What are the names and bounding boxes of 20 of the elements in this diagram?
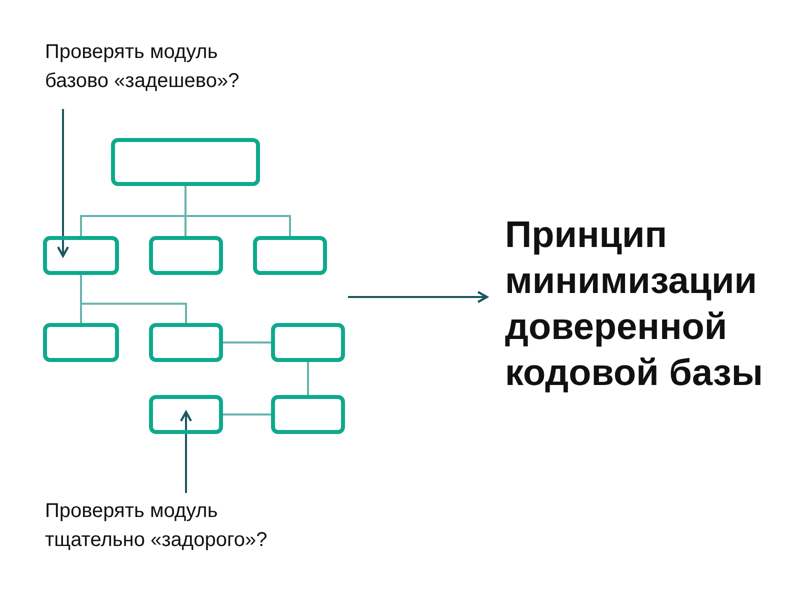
module-box	[111, 138, 260, 186]
module-box	[149, 236, 223, 275]
module-box	[149, 395, 223, 434]
module-box	[253, 236, 327, 275]
module-box	[271, 395, 345, 434]
connector-line	[223, 414, 271, 416]
question-text: Проверять модуль тщательно «задорого»?	[45, 499, 268, 553]
heading-text: Принцип минимизации доверенной кодовой базы	[505, 213, 764, 395]
module-box	[149, 323, 223, 362]
arrow	[180, 410, 192, 493]
connector-line	[80, 275, 187, 323]
module-box	[43, 236, 119, 275]
module-box	[43, 323, 119, 362]
question-text: Проверять модуль базово «задешево»?	[45, 40, 240, 94]
connector-line	[184, 186, 291, 236]
module-box	[271, 323, 345, 362]
arrow	[56, 109, 70, 258]
arrow	[348, 290, 488, 304]
connector-line	[223, 342, 271, 344]
connector-line	[307, 362, 309, 395]
